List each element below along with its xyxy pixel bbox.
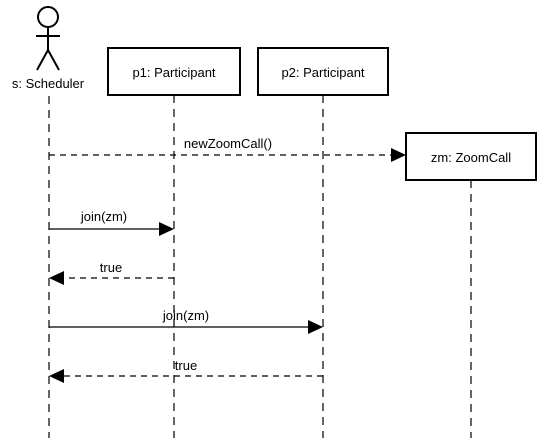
arrowhead-right [391,148,406,162]
actor-right-leg [47,49,60,71]
message-join-p1: join(zm) [49,209,174,236]
participant-label: p1: Participant [132,65,215,80]
message-join-p2: join(zm) [49,308,323,334]
message-return-p1: true [49,260,174,285]
message-label: true [100,260,122,275]
message-label: newZoomCall() [184,136,272,151]
participant-p1: p1: Participant [107,47,241,96]
participant-p2: p2: Participant [257,47,389,96]
actor-scheduler: s: Scheduler [12,6,85,91]
message-new-zoom-call: newZoomCall() [49,136,406,162]
actor-label: s: Scheduler [12,76,85,91]
message-label: join(zm) [162,308,209,323]
arrowhead-right [308,320,323,334]
participant-label: zm: ZoomCall [431,150,511,165]
actor-head [37,6,59,28]
message-return-p2: true [49,358,323,383]
arrowhead-left [49,369,64,383]
participant-box [405,132,537,181]
participant-label: p2: Participant [281,65,364,80]
actor-left-leg [36,49,49,71]
message-label: true [175,358,197,373]
arrowhead-left [49,271,64,285]
message-label: join(zm) [80,209,127,224]
participant-zm: zm: ZoomCall [405,132,537,181]
participant-box [257,47,389,96]
arrowhead-right [159,222,174,236]
participant-box [107,47,241,96]
